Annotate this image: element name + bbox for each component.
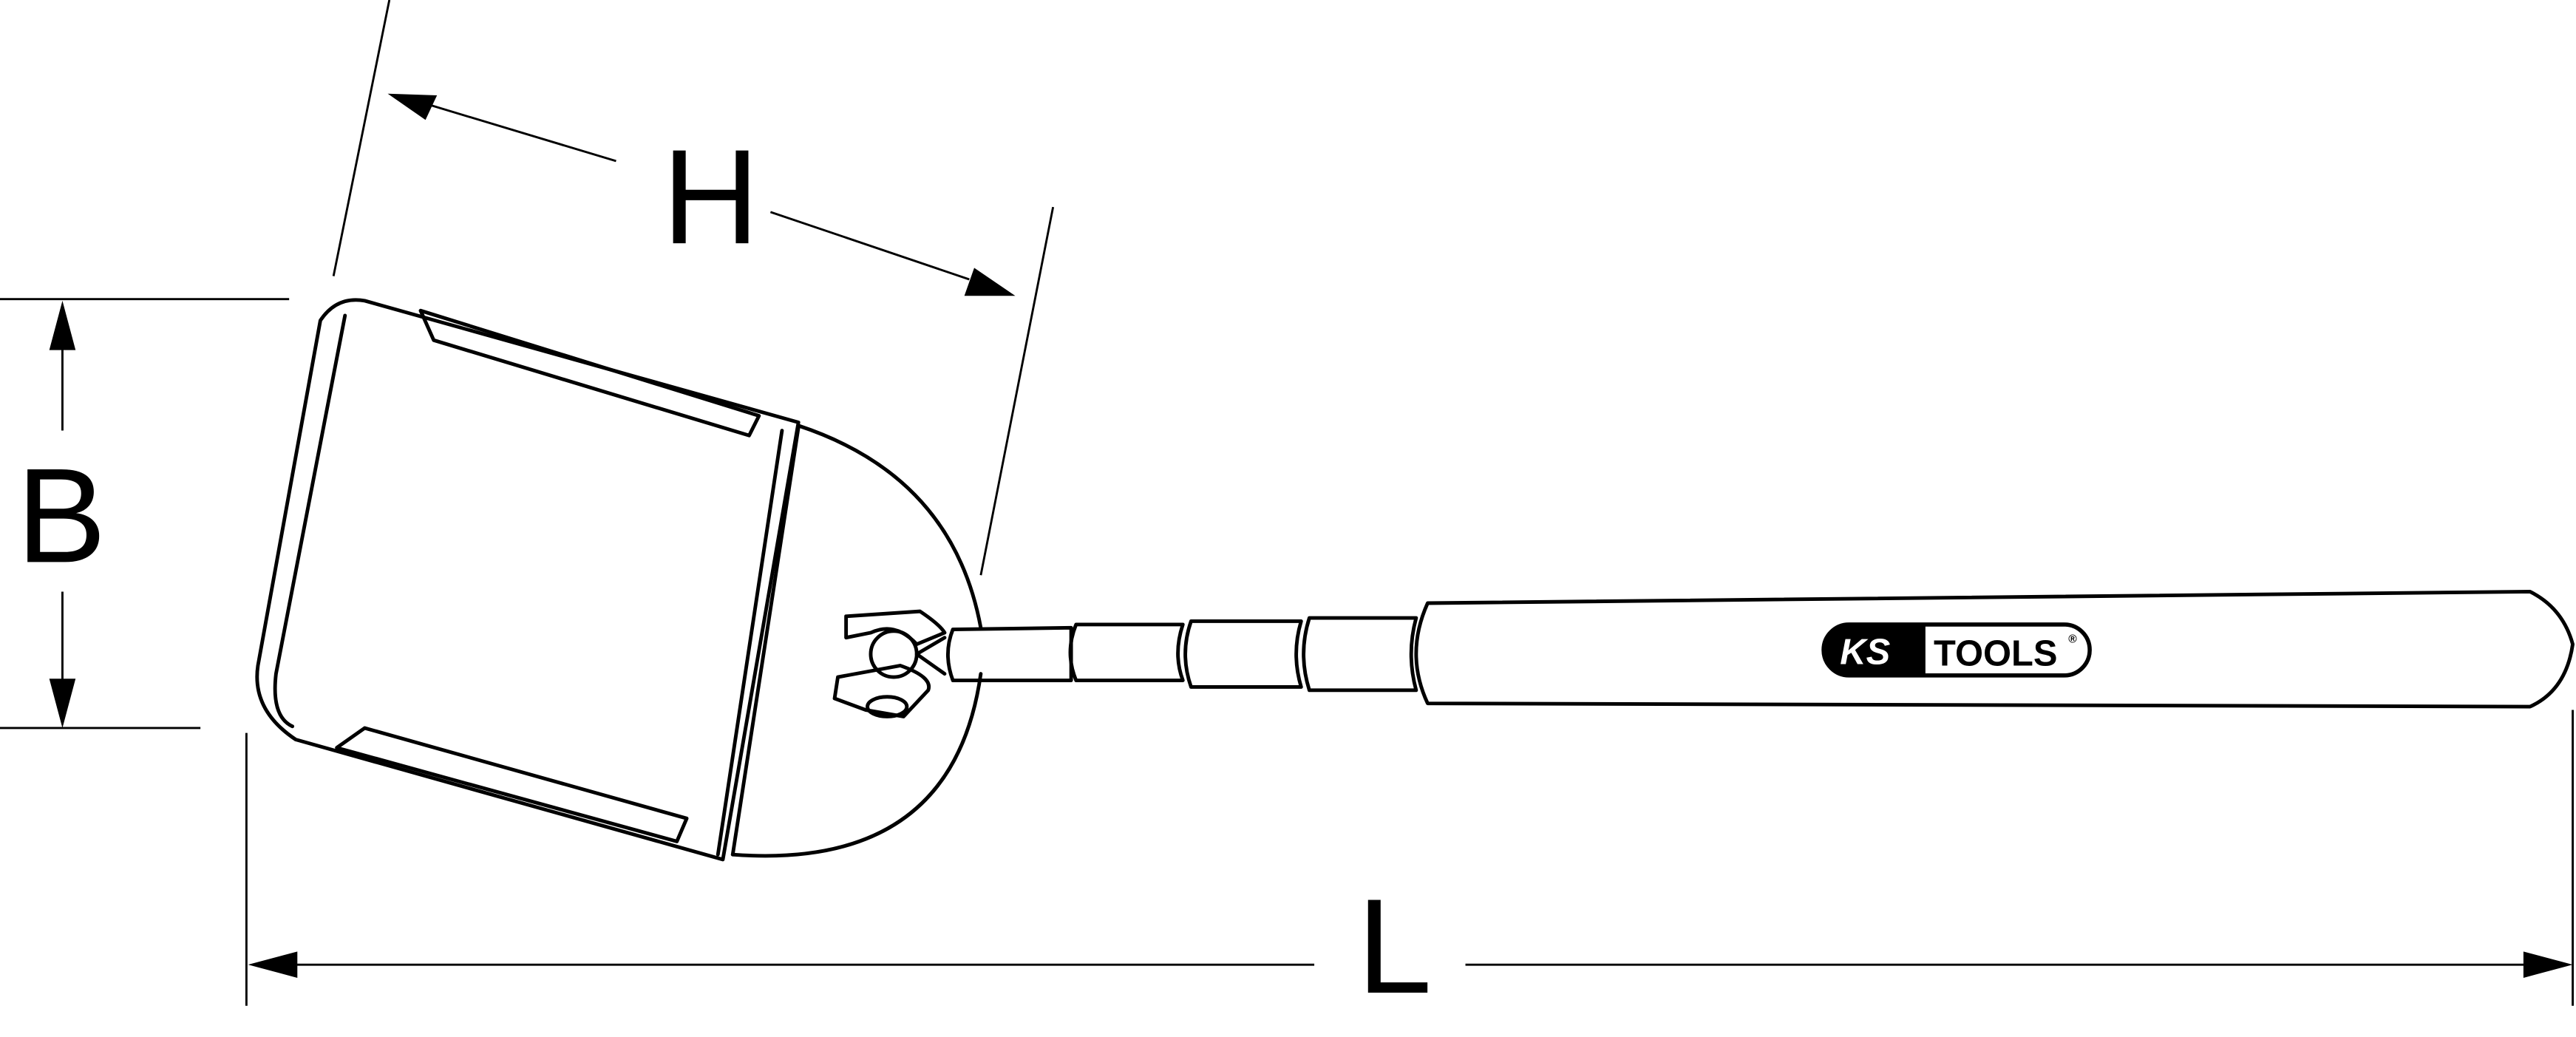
logo-registered: ® (2068, 633, 2077, 645)
dimension-l-label: L (1357, 871, 1432, 1021)
joint (844, 609, 947, 647)
arrow-head (248, 951, 298, 978)
logo-ks: KS (1840, 632, 1890, 672)
arrow-head (2523, 951, 2573, 978)
arrow-head (964, 268, 1016, 296)
arrow-head (387, 93, 438, 120)
handle (1414, 589, 2575, 709)
dimension-h-label: H (662, 121, 760, 272)
dimension-h: H (332, 0, 1055, 576)
dimension-l: L (245, 710, 2574, 1021)
dimension-b: B (0, 298, 290, 730)
arrow-head (49, 300, 76, 350)
mirror-head (255, 298, 983, 862)
telescopic-shaft (946, 616, 1418, 693)
ks-tools-logo: KS TOOLS ® (1821, 622, 2092, 678)
logo-tools: TOOLS (1934, 633, 2057, 673)
arrow-head (49, 679, 76, 728)
dimension-b-label: B (16, 440, 106, 591)
